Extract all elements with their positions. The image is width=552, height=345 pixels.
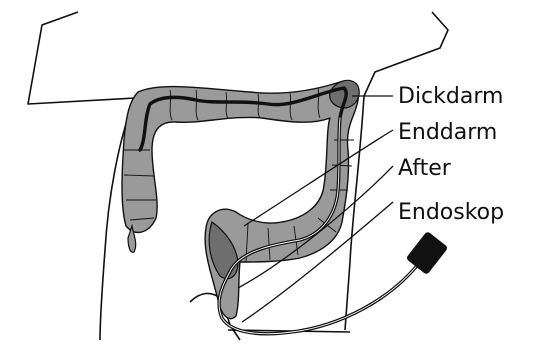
endoscope-handle bbox=[406, 232, 447, 275]
colon-body bbox=[122, 81, 358, 318]
endoscope-tube bbox=[140, 88, 420, 334]
colon bbox=[122, 80, 359, 318]
left-shoulder-line bbox=[28, 12, 135, 104]
label-rectum: Enddarm bbox=[398, 120, 497, 145]
label-anus: After bbox=[398, 156, 452, 181]
label-endoscope: Endoskop bbox=[398, 200, 504, 225]
label-colon: Dickdarm bbox=[398, 84, 503, 109]
labels: Dickdarm Enddarm After Endoskop bbox=[398, 84, 504, 225]
